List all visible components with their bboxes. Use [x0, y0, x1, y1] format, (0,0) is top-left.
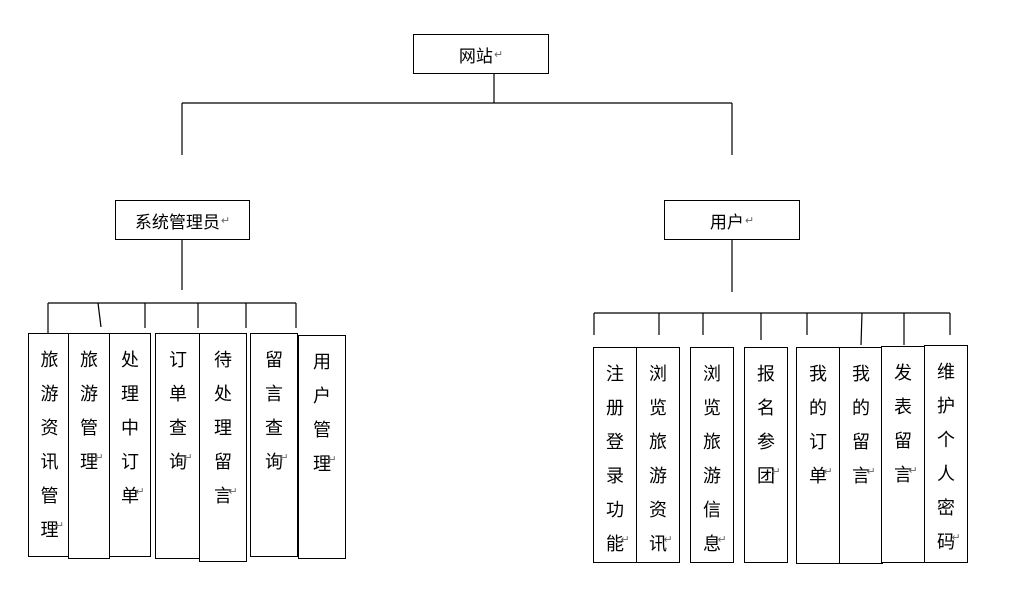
return-mark-icon: ↵: [951, 531, 961, 544]
return-mark-icon: ↵: [717, 533, 727, 546]
return-mark-icon: ↵: [279, 451, 289, 464]
user-leaf-label: 浏览旅游资讯: [649, 364, 667, 555]
user-leaf: 我的订单↵: [796, 347, 840, 564]
admin-leaf: 处理中订单↵: [109, 333, 151, 557]
user-leaf-label: 浏览旅游信息: [703, 364, 721, 555]
return-mark-icon: ↵: [620, 533, 630, 546]
user-leaf-label: 我的留言: [852, 364, 870, 487]
return-mark-icon: ↵: [183, 451, 193, 464]
user-label: 用户: [709, 212, 744, 233]
user-leaf-label: 维护个人密码: [937, 362, 955, 553]
return-mark-icon: ↵: [327, 453, 337, 466]
admin-leaf: 订单查询↵: [155, 333, 201, 559]
return-mark-icon: ↵: [663, 533, 673, 546]
admin-node: 系统管理员↵: [115, 200, 250, 240]
user-leaf-label: 注册登录功能: [606, 364, 624, 555]
return-mark-icon: ↵: [220, 213, 231, 227]
admin-label: 系统管理员: [134, 212, 220, 233]
admin-leaf: 旅游资讯管理↵: [28, 333, 71, 557]
user-leaf: 注册登录功能↵: [593, 347, 637, 563]
return-mark-icon: ↵: [771, 465, 781, 478]
admin-leaf: 用户管理↵: [298, 335, 346, 559]
root-node: 网站↵: [413, 34, 549, 74]
user-leaf: 报名参团↵: [744, 347, 788, 563]
return-mark-icon: ↵: [94, 451, 104, 464]
return-mark-icon: ↵: [823, 465, 833, 478]
admin-leaf-label: 订单查询: [169, 350, 187, 473]
user-leaf: 我的留言↵: [839, 347, 883, 564]
user-node: 用户↵: [664, 200, 800, 240]
admin-leaf-label: 处理中订单: [121, 350, 139, 507]
admin-leaf: 旅游管理↵: [68, 333, 110, 559]
user-leaf: 浏览旅游信息↵: [690, 347, 734, 563]
return-mark-icon: ↵: [135, 485, 145, 498]
return-mark-icon: ↵: [744, 213, 755, 227]
return-mark-icon: ↵: [54, 519, 65, 532]
user-leaf-label: 发表留言: [894, 363, 912, 486]
admin-leaf-label: 旅游管理: [80, 350, 98, 473]
user-leaf-label: 我的订单: [809, 364, 827, 487]
return-mark-icon: ↵: [866, 465, 876, 478]
root-label: 网站: [458, 46, 493, 67]
admin-leaf: 留言查询↵: [250, 333, 298, 557]
user-leaf: 发表留言↵: [881, 346, 925, 563]
user-leaf: 浏览旅游资讯↵: [636, 347, 680, 563]
admin-leaf-label: 旅游资讯管理: [40, 350, 59, 541]
admin-leaf-label: 留言查询: [265, 350, 283, 473]
admin-leaf: 待处理留言↵: [199, 333, 247, 562]
return-mark-icon: ↵: [493, 47, 504, 61]
user-leaf-label: 报名参团: [757, 364, 775, 487]
return-mark-icon: ↵: [228, 485, 238, 498]
admin-leaf-label: 待处理留言: [214, 350, 232, 507]
admin-leaf-label: 用户管理: [313, 352, 331, 475]
return-mark-icon: ↵: [908, 464, 918, 477]
user-leaf: 维护个人密码↵: [924, 345, 968, 563]
